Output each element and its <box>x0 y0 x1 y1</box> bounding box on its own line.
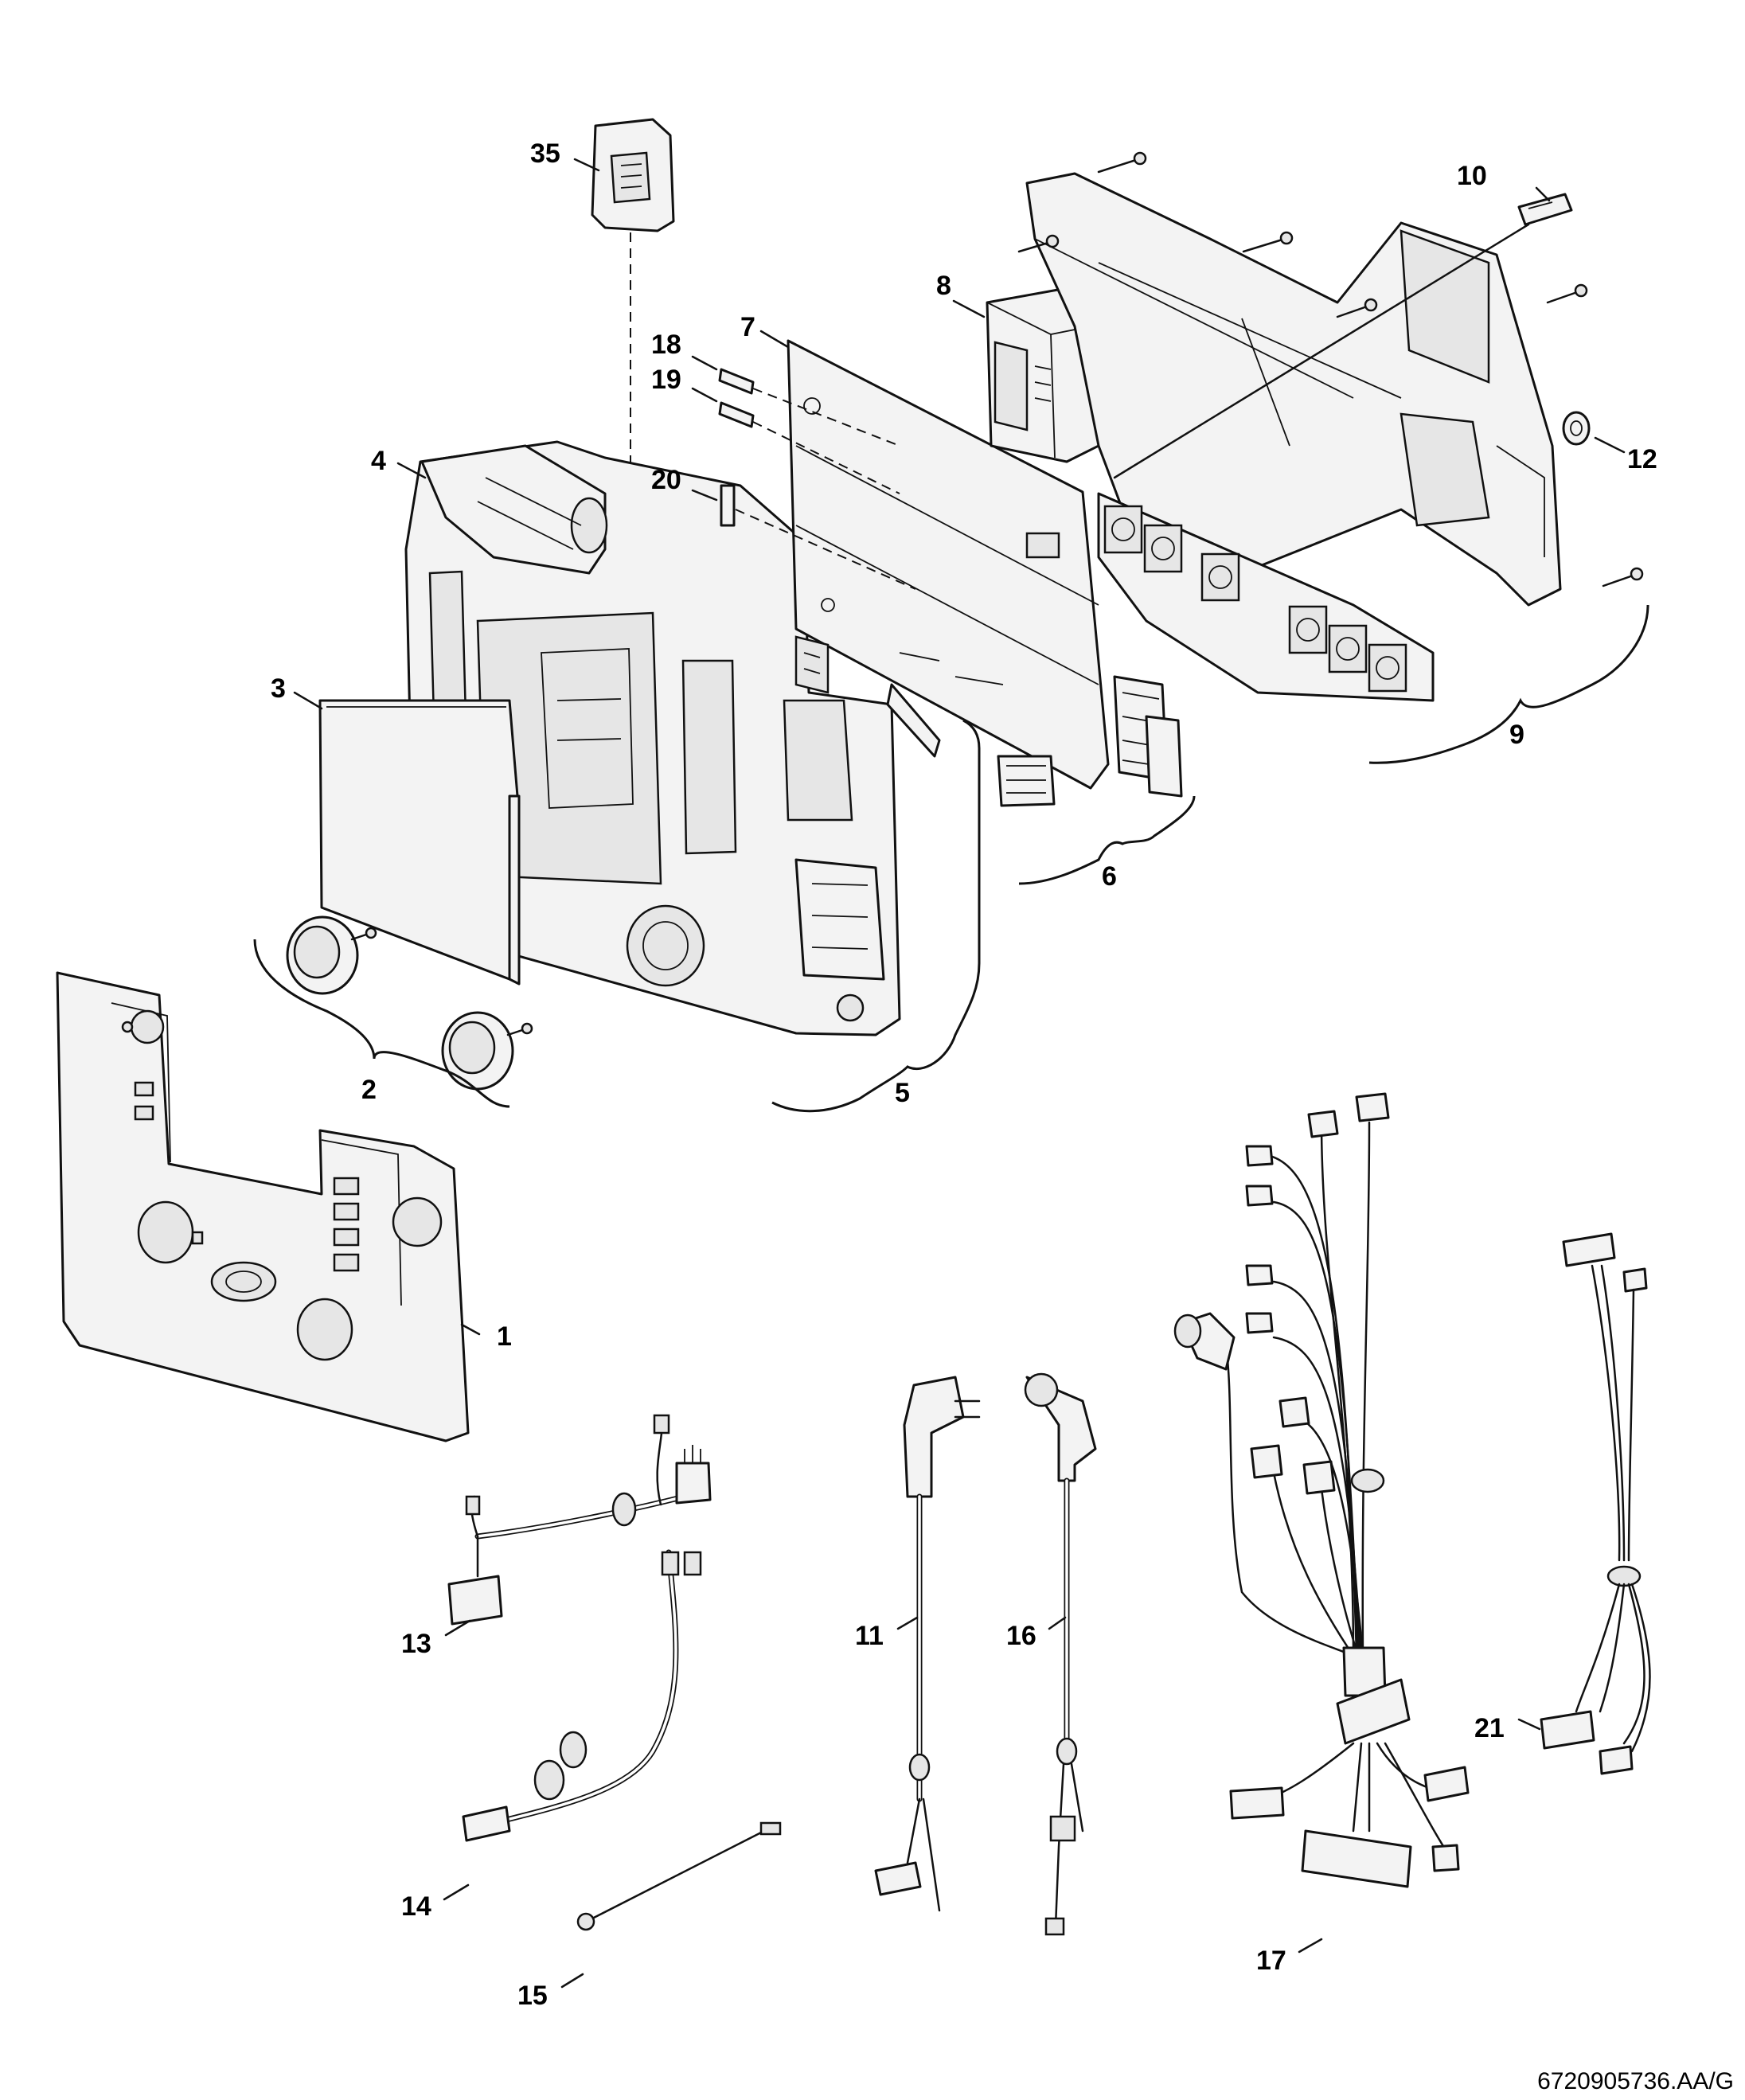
part-7-pcb <box>787 339 1110 790</box>
brace-2 <box>253 939 510 1108</box>
screws <box>1017 151 1644 587</box>
callout-5: 5 <box>895 1078 910 1108</box>
callout-3: 3 <box>271 673 286 704</box>
callout-10: 10 <box>1457 161 1487 191</box>
callout-17: 17 <box>1256 1946 1286 1976</box>
part-9-chassis <box>1025 172 1562 702</box>
part-17-wiring-loom <box>1173 1092 1470 1888</box>
callout-12: 12 <box>1627 444 1657 474</box>
callout-4: 4 <box>371 446 386 476</box>
callout-2: 2 <box>361 1075 377 1105</box>
callout-13: 13 <box>401 1629 431 1659</box>
callout-14: 14 <box>401 1891 431 1922</box>
part-6-connectors <box>997 675 1183 807</box>
callout-20: 20 <box>651 465 681 495</box>
callout-18: 18 <box>651 330 681 360</box>
part-35-clip <box>591 118 675 232</box>
part-2-knobs <box>286 915 533 1091</box>
part-19-fuse <box>718 401 900 494</box>
part-5-housing <box>404 440 901 1036</box>
callout-21: 21 <box>1474 1713 1505 1743</box>
callout-8: 8 <box>936 271 951 301</box>
part-20-fuse <box>720 484 916 590</box>
part-3-cover <box>318 699 521 986</box>
brace-5 <box>771 719 981 1113</box>
part-11-power-cord <box>874 1376 981 1912</box>
part-21-ribbon-harness <box>1540 1232 1651 1775</box>
callout-35: 35 <box>530 139 560 169</box>
part-14-sensor-cable <box>462 1549 702 1842</box>
callout-7: 7 <box>740 312 755 342</box>
callout-15: 15 <box>517 1981 548 2011</box>
part-13-harness <box>447 1414 712 1626</box>
part-18-fuse <box>718 368 900 447</box>
part-15-ground-wire <box>576 1821 782 1931</box>
callout-1: 1 <box>497 1321 512 1352</box>
callout-19: 19 <box>651 365 681 395</box>
callout-11: 11 <box>855 1621 884 1651</box>
callout-9: 9 <box>1509 720 1524 750</box>
part-10-connector <box>1113 193 1573 479</box>
part-4-bracket <box>420 444 608 575</box>
leader-lines <box>293 158 1626 1989</box>
brace-6 <box>1018 795 1196 885</box>
part-16-appliance-cord <box>1024 1372 1097 1936</box>
terminal-blocks <box>1103 505 1407 693</box>
reference-code: 6720905736.AA/G <box>1537 2068 1734 2094</box>
brace-9 <box>1368 604 1649 764</box>
part-12-grommet <box>1562 411 1591 446</box>
callout-16: 16 <box>1006 1621 1036 1651</box>
callout-6: 6 <box>1102 861 1117 892</box>
callout-labels: 35 4 3 2 5 6 7 8 9 10 12 18 19 20 1 13 1… <box>271 139 1657 2011</box>
part-1-fascia <box>56 971 470 1442</box>
